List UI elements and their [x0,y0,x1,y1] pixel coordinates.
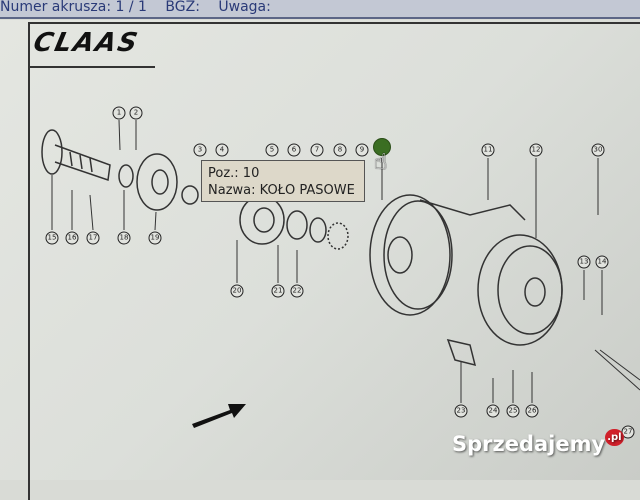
callout-15[interactable]: 15 [45,231,59,245]
callout-11[interactable]: 11 [481,143,495,157]
callout-30[interactable]: 30 [591,143,605,157]
bgz-label: BGZ: [165,0,200,15]
callout-14[interactable]: 14 [595,255,609,269]
callout-20[interactable]: 20 [230,284,244,298]
hand-pointer-cursor-icon: ☝ [374,150,388,175]
logo-divider [30,66,155,68]
callout-27[interactable]: 27 [621,425,635,439]
callout-10-active[interactable]: 10 [373,138,391,156]
callout-25[interactable]: 25 [506,404,520,418]
callout-18[interactable]: 18 [117,231,131,245]
callout-6[interactable]: 6 [287,143,301,157]
callout-7[interactable]: 7 [310,143,324,157]
callout-5[interactable]: 5 [265,143,279,157]
callout-1[interactable]: 1 [112,106,126,120]
exploded-view-drawing [41,119,640,403]
hub-part [136,153,178,211]
callout-22[interactable]: 22 [290,284,304,298]
callout-21[interactable]: 21 [271,284,285,298]
parts-diagram [0,20,640,480]
clutch-part [477,234,563,346]
bracket-part [446,338,477,367]
ring-part [118,164,134,188]
callout-13[interactable]: 13 [577,255,591,269]
remark-label: Uwaga: [218,0,271,15]
callout-4[interactable]: 4 [215,143,229,157]
drawing-frame [28,22,640,500]
callout-3[interactable]: 3 [193,143,207,157]
shaft-part [41,129,111,182]
leader-lines [51,119,640,403]
pulley-part [369,194,526,316]
callout-24[interactable]: 24 [486,404,500,418]
callout-26[interactable]: 26 [525,404,539,418]
watermark-text: Sprzedajemy [452,432,606,456]
sheet-number: Numer akrusza: 1 / 1 [0,0,147,15]
callout-17[interactable]: 17 [86,231,100,245]
callout-16[interactable]: 16 [65,231,79,245]
callout-12[interactable]: 12 [529,143,543,157]
direction-arrow-icon [192,404,246,428]
callout-2[interactable]: 2 [129,106,143,120]
callout-8[interactable]: 8 [333,143,347,157]
part-tooltip: Poz.: 10 Nazwa: KOŁO PASOWE [201,160,365,202]
tooltip-name: Nazwa: KOŁO PASOWE [208,183,355,198]
tooltip-position: Poz.: 10 [208,166,260,181]
callout-9[interactable]: 9 [355,143,369,157]
callout-23[interactable]: 23 [454,404,468,418]
sheet-info-bar: Numer akrusza: 1 / 1 BGZ: Uwaga: [0,0,640,19]
watermark: Sprzedajemy.pl [452,429,624,456]
callout-19[interactable]: 19 [148,231,162,245]
watermark-suffix: .pl [605,429,624,446]
